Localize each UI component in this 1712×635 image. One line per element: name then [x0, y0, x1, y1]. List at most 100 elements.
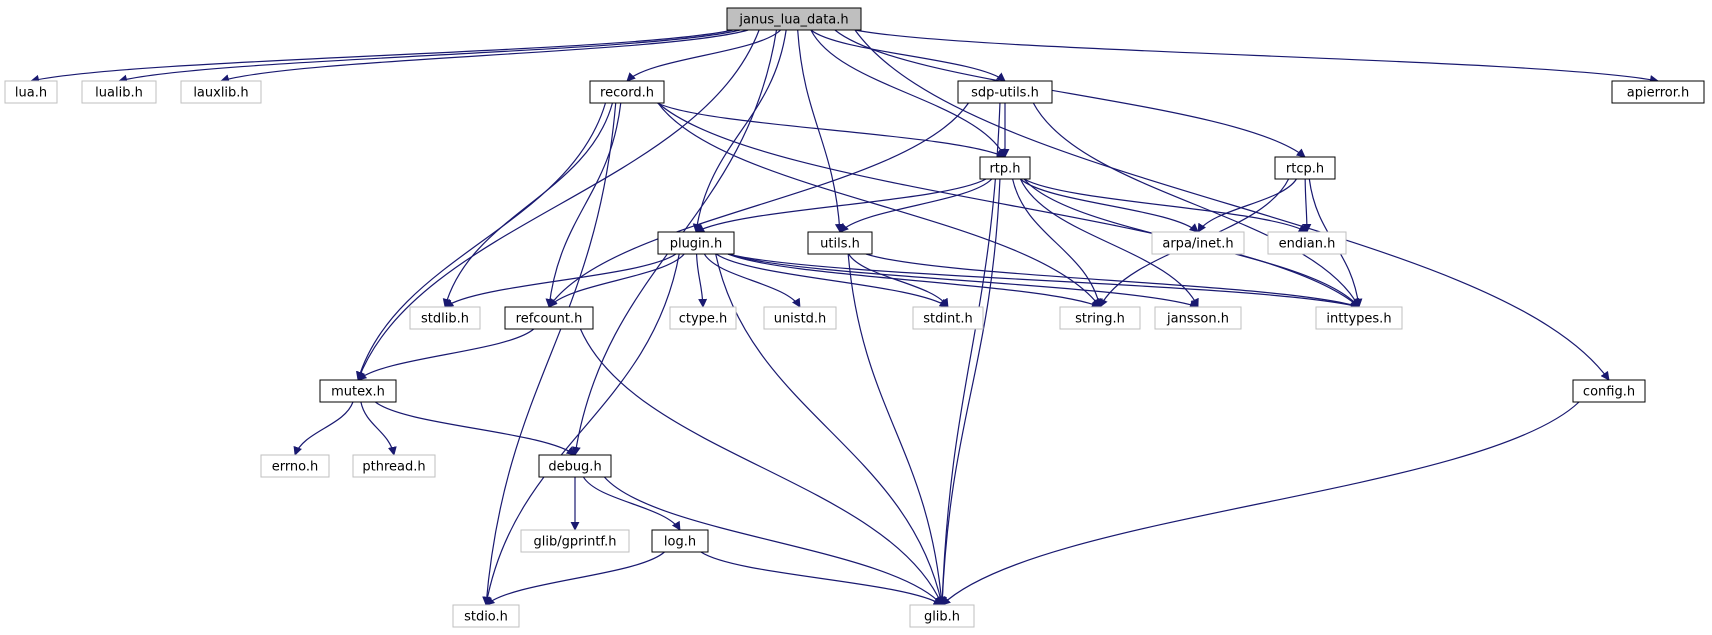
edge-path	[485, 551, 665, 606]
node-box	[409, 306, 481, 330]
node-janus-lua-data[interactable]: janus_lua_data.h	[726, 7, 862, 31]
node-apierror[interactable]: apierror.h	[1611, 80, 1705, 104]
edge-path	[727, 253, 1360, 310]
node-lua: lua.h	[4, 80, 58, 104]
edge-path	[483, 253, 680, 606]
edge-path	[865, 253, 1360, 309]
dependency-edges	[30, 29, 1659, 606]
edge-debug-to-glib	[603, 476, 943, 606]
node-box	[979, 156, 1031, 180]
edge-janus_lua_data-to-rtcp	[834, 29, 1306, 158]
edge-janus_lua_data-to-apierror	[854, 29, 1659, 84]
edge-path	[1032, 102, 1360, 308]
edge-refcount-to-glib	[579, 328, 943, 606]
edge-utils-to-inttypes	[865, 253, 1360, 309]
edge-record-to-mutex	[356, 102, 607, 381]
node-rtp[interactable]: rtp.h	[979, 156, 1031, 180]
edge-path	[727, 253, 1199, 309]
node-label: rtp.h	[989, 162, 1020, 177]
edge-record-to-stdio	[482, 102, 617, 606]
edge-path	[657, 102, 1101, 308]
node-label: unistd.h	[774, 312, 827, 327]
node-box	[589, 80, 665, 104]
edge-path	[1023, 178, 1308, 233]
node-arpa-inet: arpa/inet.h	[1151, 231, 1245, 255]
edge-path	[941, 401, 1580, 606]
edge-plugin-to-stdlib	[444, 253, 677, 308]
node-box	[807, 231, 873, 255]
edge-debug-to-log	[582, 476, 681, 531]
edge-sdp_utils-to-inttypes	[1032, 102, 1360, 308]
node-refcount[interactable]: refcount.h	[504, 306, 594, 330]
node-box	[1151, 231, 1245, 255]
node-label: pthread.h	[362, 460, 425, 475]
node-box	[1572, 379, 1646, 403]
node-rtcp[interactable]: rtcp.h	[1274, 156, 1336, 180]
node-record[interactable]: record.h	[589, 80, 665, 104]
node-plugin[interactable]: plugin.h	[657, 231, 735, 255]
node-label: lualib.h	[95, 86, 143, 101]
edge-plugin-to-stdio	[483, 253, 680, 606]
edge-rtp-to-plugin	[695, 178, 987, 233]
node-box	[81, 80, 157, 104]
edge-path	[360, 401, 397, 456]
node-box	[319, 379, 397, 403]
edge-path	[810, 29, 1006, 158]
edge-path	[444, 253, 677, 308]
edge-path	[582, 476, 681, 531]
edge-janus_lua_data-to-lauxlib	[220, 29, 749, 84]
edge-path	[357, 328, 535, 381]
node-box	[452, 604, 520, 628]
edge-path	[847, 253, 946, 606]
edge-mutex-to-debug	[374, 401, 576, 456]
edge-rtp-to-glib	[937, 178, 1001, 606]
edge-path	[937, 178, 1001, 606]
edge-plugin-to-stdint	[715, 253, 949, 308]
edge-path	[579, 328, 943, 606]
edge-janus_lua_data-to-sdp_utils	[810, 29, 1006, 82]
node-config[interactable]: config.h	[1572, 379, 1646, 403]
edge-record-to-stdlib	[442, 102, 614, 308]
node-log[interactable]: log.h	[651, 529, 709, 553]
node-glib: glib.h	[909, 604, 975, 628]
edge-path	[482, 102, 617, 606]
edge-record-to-rtp	[656, 102, 1006, 158]
edge-path	[656, 102, 1006, 158]
node-box	[352, 454, 436, 478]
node-debug[interactable]: debug.h	[538, 454, 612, 478]
node-sdp-utils[interactable]: sdp-utils.h	[957, 80, 1053, 104]
edge-path	[356, 102, 607, 381]
node-box	[180, 80, 262, 104]
edge-plugin-to-string	[727, 253, 1101, 308]
node-box	[1059, 306, 1141, 330]
node-label: record.h	[600, 86, 654, 101]
node-box	[1267, 231, 1347, 255]
edge-path	[1020, 178, 1199, 233]
node-mutex[interactable]: mutex.h	[319, 379, 397, 403]
edge-path	[220, 29, 749, 84]
node-box	[669, 306, 737, 330]
node-label: config.h	[1583, 385, 1635, 400]
edge-record-to-inttypes	[657, 102, 1360, 308]
node-label: mutex.h	[331, 385, 385, 400]
edge-path	[293, 401, 354, 456]
edge-janus_lua_data-to-plugin	[692, 29, 787, 233]
node-utils[interactable]: utils.h	[807, 231, 873, 255]
edge-path	[700, 551, 943, 606]
edge-path	[603, 476, 943, 606]
edge-mutex-to-errno	[293, 401, 354, 456]
node-label: log.h	[664, 535, 696, 550]
node-jansson: jansson.h	[1154, 306, 1242, 330]
node-stdio: stdio.h	[452, 604, 520, 628]
edge-config-to-glib	[941, 401, 1580, 606]
edge-rtp-to-endian	[1023, 178, 1308, 233]
edge-path	[937, 102, 1001, 606]
edge-janus_lua_data-to-config	[854, 29, 1610, 381]
node-ctype: ctype.h	[669, 306, 737, 330]
edge-path	[848, 253, 949, 308]
edge-path	[30, 29, 734, 84]
edge-rtcp-to-arpa_inet	[1197, 178, 1297, 233]
node-label: janus_lua_data.h	[738, 13, 848, 28]
edge-utils-to-stdint	[848, 253, 949, 308]
